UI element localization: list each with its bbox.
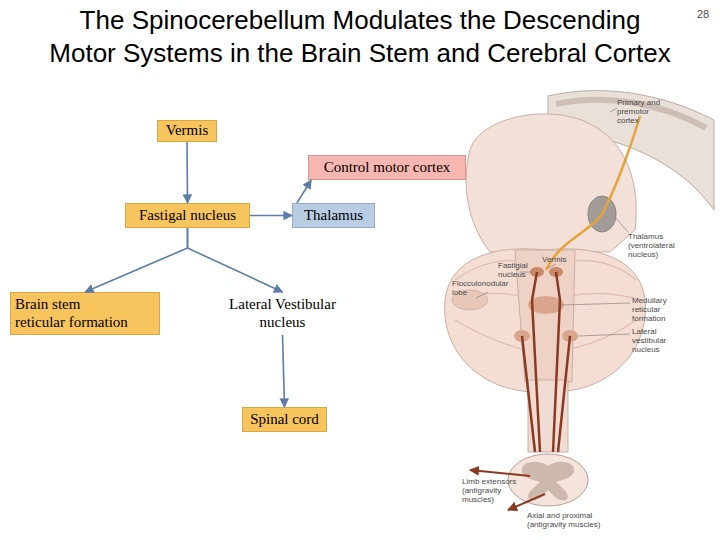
box-label: Spinal cord	[250, 411, 319, 428]
anatomy-label: Limb extensors (antigravity muscles)	[462, 478, 524, 504]
box-label: Vermis	[166, 122, 209, 139]
process-box: Thalamus	[292, 203, 375, 228]
box-label: Control motor cortex	[324, 159, 451, 176]
connector-arrow	[250, 215, 292, 217]
anatomy-label: Fastigial nucleus	[498, 262, 532, 280]
anatomy-label: Axial and proximal (antigravity muscles)	[527, 512, 607, 530]
box-label: Thalamus	[304, 207, 363, 224]
connector-arrow	[188, 228, 283, 292]
process-box: Control motor cortex	[308, 155, 466, 180]
leader-line	[476, 108, 630, 336]
anatomy-label: Flocculonodular lobe	[452, 280, 502, 298]
process-box: Brain stem reticular formation	[10, 292, 160, 335]
cerebellum-shape	[445, 249, 646, 392]
limb-output-arrow	[470, 470, 530, 476]
axial-output-arrow	[508, 494, 545, 510]
process-box: Lateral Vestibular nucleus	[215, 292, 350, 335]
process-box: Vermis	[157, 120, 217, 142]
descending-tract	[522, 272, 570, 452]
slide-title: The Spinocerebellum Modulates the Descen…	[20, 4, 700, 70]
connector-arrow	[283, 335, 285, 407]
box-label: Lateral Vestibular nucleus	[228, 296, 338, 331]
anatomy-label: Thalamus (ventrolateral nucleus)	[628, 233, 700, 259]
thalamocortical-tract	[546, 116, 640, 270]
connector-arrow	[85, 228, 188, 292]
box-label: Brain stem reticular formation	[15, 296, 132, 331]
anatomy-label: Lateral vestibular nucleus	[632, 328, 687, 354]
anatomy-label: Vermis	[542, 256, 582, 265]
gray-matter	[522, 462, 574, 501]
connector-arrow	[186, 142, 188, 203]
midbrain-shape	[466, 114, 636, 252]
process-box: Spinal cord	[242, 407, 327, 432]
box-label: Fastigal nucleus	[139, 207, 236, 224]
connector-arrow	[297, 180, 311, 203]
anatomy-label: Medullary reticular formation	[632, 297, 690, 323]
anatomy-label: Primary and premotor cortex	[617, 99, 672, 125]
slide-number: 28	[697, 8, 717, 20]
spinal-cross-section	[508, 454, 588, 506]
process-box: Fastigal nucleus	[125, 203, 250, 228]
